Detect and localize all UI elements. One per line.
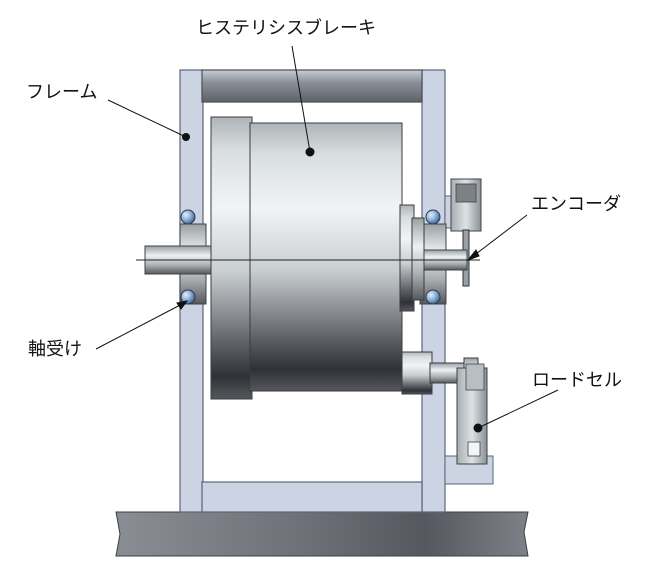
load-cell-window [467,441,481,457]
label-load-cell: ロードセル [532,370,622,391]
bearing-ball-left-top [180,209,196,225]
brake-flange [210,116,253,400]
bearing-ball-right-bottom [425,289,441,305]
leader-line-encoder [471,214,528,258]
leader-arrow-encoder [466,249,480,262]
load-cell-top [465,363,485,391]
leader-dot-frame [182,133,190,141]
leader-line-brake [291,45,311,153]
label-hysteresis-brake: ヒステリシスブレーキ [196,18,376,39]
leader-line-bearing [95,302,185,350]
bearing-ball-left-bottom [180,289,196,305]
leader-arrow-bearing [176,300,189,310]
label-frame: フレーム [26,82,98,103]
bearing-ball-right-top [425,209,441,225]
leader-dot-load-cell [473,423,483,433]
leader-line-frame [107,99,187,138]
brake-drum [249,122,403,392]
leader-dot-brake [305,147,315,157]
leader-lines [95,45,559,433]
base-plate [115,511,529,557]
torque-arm-block [401,351,433,395]
label-encoder: エンコーダ [531,194,621,215]
frame-top-bar [201,69,423,103]
leader-line-load-cell [477,389,559,429]
label-bearing: 軸受け [28,339,82,360]
frame-bottom-bar [201,481,423,513]
encoder-face [455,183,477,203]
brake-right-hub-inner [411,217,425,301]
